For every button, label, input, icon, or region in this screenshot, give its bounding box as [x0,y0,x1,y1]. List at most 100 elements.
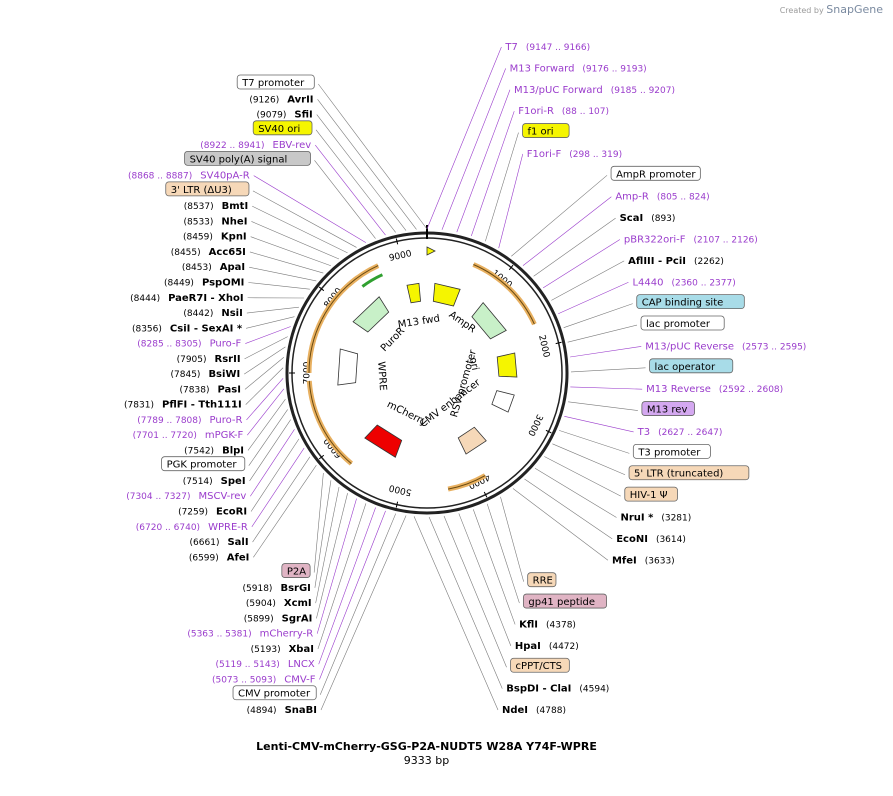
leader-line [498,153,524,249]
position-text: (7701 .. 7720) [133,431,197,441]
right-label-12: CAP binding site [636,294,745,310]
label-text: CsiI - SexAI * [170,323,243,334]
leader-line [563,303,633,328]
label-text: XcmI [284,598,312,609]
label-text: T3 [637,427,650,438]
right-label-25: RRE [527,572,557,588]
credit-prefix: Created by [779,6,824,15]
position-text: (7789 .. 7808) [137,416,201,426]
leader-line [246,378,284,421]
left-label-27: (7304 .. 7327)MSCV-rev [126,491,246,502]
position-text: (3281) [661,514,691,524]
site-label: (7838)PasI [180,384,241,395]
position-text: (3633) [645,556,675,566]
left-label-1: (9126)AvrII [249,94,313,105]
primer-label: (8868 .. 8887)SV40pA-R [128,171,250,182]
primer-label: (5363 .. 5381)mCherry-R [187,629,313,640]
feature-badge-text: gp41 peptide [528,597,595,608]
label-text: CMV-F [284,674,315,685]
scale-tick [555,341,562,345]
leader-line [471,111,515,237]
feature-badge [641,401,695,416]
right-label-4: f1 ori [522,123,570,138]
feature-span-green [361,273,384,288]
left-label-30: (6661)SalI [190,537,249,548]
position-text: (5073 .. 5093) [212,675,276,685]
leader-line [245,367,284,405]
label-text: BsrGI [280,583,310,594]
primer-label: (7789 .. 7808)Puro-R [137,415,242,426]
label-text: SnaBI [285,705,317,716]
feature-badge [649,358,734,374]
position-text: (5899) [244,614,274,624]
position-text: (6720 .. 6740) [136,523,200,533]
label-text: pBR322ori-F [624,234,686,245]
scale-tick-label: 2000 [536,334,551,359]
label-text: SfiI [294,110,312,121]
leader-line [247,388,285,436]
primer-label: Amp-R(805 .. 824) [615,192,709,203]
position-text: (4472) [549,642,579,652]
label-text: KpnI [221,232,247,243]
position-text: (9185 .. 9207) [611,86,675,96]
label-text: AflIII - PciI [628,256,686,267]
feature-badge-text: CAP binding site [642,298,724,309]
feature-span-core-band-6 [348,265,379,286]
leader-line [486,503,520,604]
feature-badge-text: cPPT/CTS [516,661,562,672]
left-label-9: (8533)NheI [183,216,247,227]
leader-line [315,486,340,604]
label-text: Puro-F [210,339,242,350]
feature-span-core-band-4 [308,380,352,464]
leader-line [568,401,638,411]
left-label-0: T7 promoter [236,74,315,90]
position-text: (5918) [243,584,273,594]
left-label-37: (5193)XbaI [251,644,314,655]
right-label-22: NruI *(3281) [620,513,691,524]
primer-label: (5073 .. 5093) CMV-F [212,674,316,685]
left-label-41: (4894)SnaBI [247,705,317,716]
scale-tick-label: 9000 [388,249,413,264]
feature-span-core-band-1 [473,264,535,325]
primer-label: M13/pUC Forward(9185 .. 9207) [514,85,675,96]
position-text: (8444) [130,294,160,304]
primer-label: M13 Reverse(2592 .. 2608) [646,384,783,395]
label-text: T7 [504,42,517,53]
site-label: (8537)BmtI [184,201,248,212]
label-text: EcoNI [616,534,648,545]
leader-line [551,260,625,301]
right-label-16: M13 Reverse(2592 .. 2608) [646,384,783,395]
feature-badge-text: SV40 ori [258,124,300,135]
plasmid-title: Lenti-CMV-mCherry-GSG-P2A-NUDT5 W28A Y74… [256,740,597,753]
label-text: ScaI [620,213,644,224]
position-text: (6599) [189,553,219,563]
backbone-inner-ring [291,237,563,509]
right-label-2: M13/pUC Forward(9185 .. 9207) [514,85,675,96]
position-text: (2573 .. 2595) [742,342,806,352]
leader-line [246,306,299,314]
feature-span-core-band-2 [448,475,486,490]
label-text: AfeI [227,552,250,563]
leader-line [542,239,621,289]
label-text: PspOMI [202,277,244,288]
leader-line [472,509,516,625]
label-text: mPGK-F [205,430,244,441]
feature-badge [610,165,701,181]
leader-line [250,236,331,267]
leader-line [441,68,506,230]
position-text: (8922 .. 8941) [200,141,264,151]
primer-label: pBR322ori-F(2107 .. 2126) [624,234,758,245]
feature-block-3 [496,352,518,378]
position-text: (8449) [164,278,194,288]
leader-line [251,447,305,527]
label-text: F1ori-R [518,106,554,117]
feature-badge [522,593,607,609]
site-label: (9079)SfiI [256,110,312,121]
primer-label: (6720 .. 6740)WPRE-R [136,522,248,533]
left-label-33: (5918) BsrGI [243,583,311,594]
leader-line [522,196,612,266]
site-label: (7542)BlpI [184,445,244,456]
scale-tick [545,429,552,434]
